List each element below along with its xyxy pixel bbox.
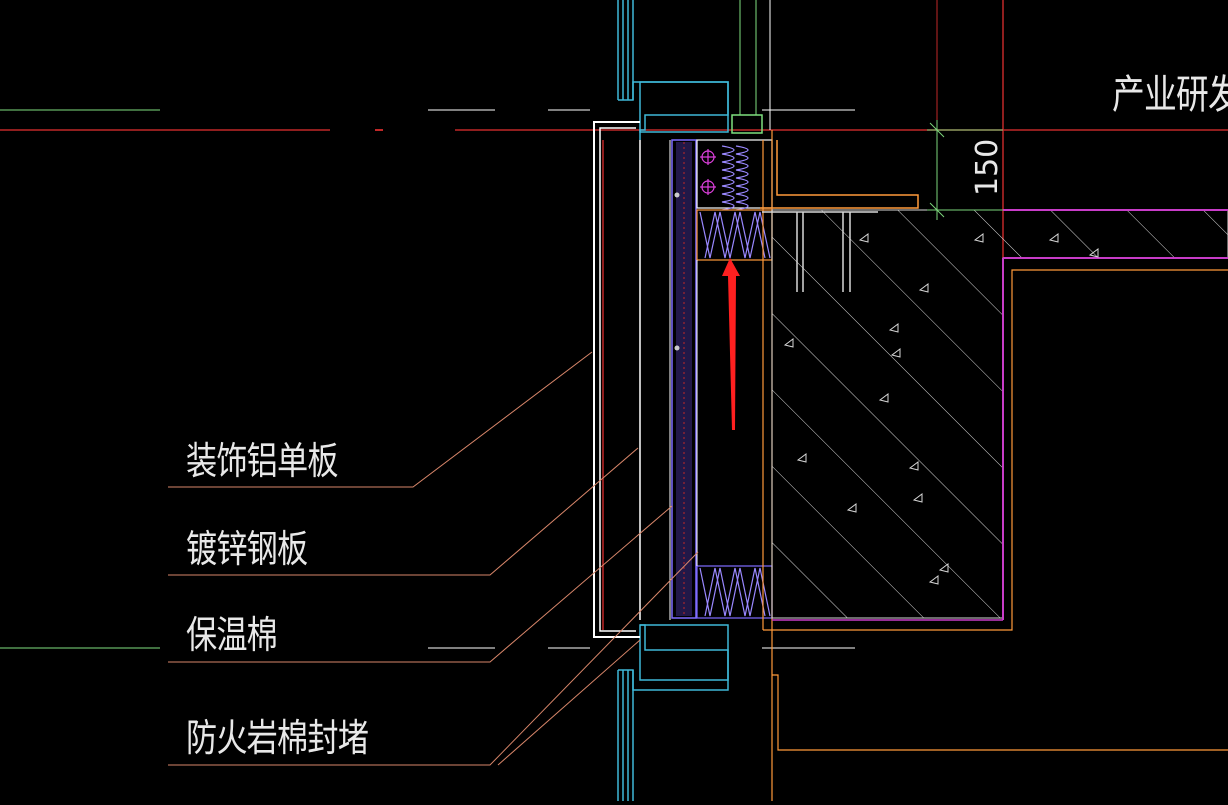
callout-galvanized-steel: 镀锌钢板: [186, 527, 308, 571]
dimension-marker: [927, 120, 1003, 220]
callout-fire-rockwool: 防火岩棉封堵: [186, 716, 369, 760]
insulation-strip: [671, 139, 697, 619]
concrete-slab: [771, 209, 1228, 621]
dimension-150: 150: [970, 139, 1005, 196]
callout-aluminum-panel: 装饰铝单板: [186, 439, 339, 483]
aluminum-panel: [593, 121, 671, 638]
callout-insulation: 保温棉: [186, 613, 278, 657]
room-label: 产业研发: [1112, 72, 1228, 118]
red-arrow: [722, 258, 740, 430]
reference-lines: [0, 109, 1228, 649]
curtain-wall-mullions: [617, 0, 729, 801]
callout-leaders: [168, 351, 699, 766]
